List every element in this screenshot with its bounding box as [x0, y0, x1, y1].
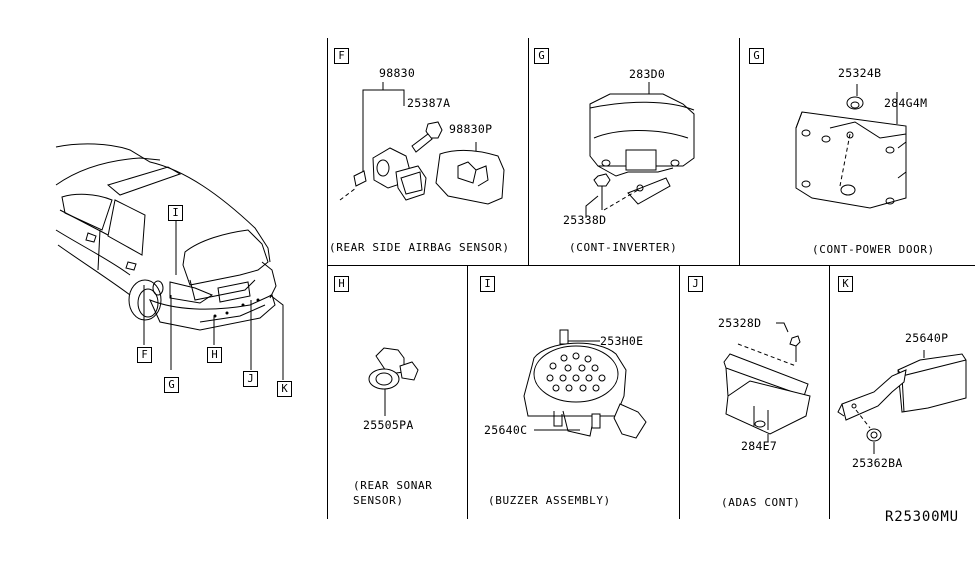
part-number[interactable]: 98830 — [379, 66, 416, 80]
part-number[interactable]: 25362BA — [852, 456, 903, 470]
part-number[interactable]: 284G4M — [884, 96, 928, 110]
power-door-controller-illustration — [740, 38, 975, 238]
grid-divider — [739, 38, 740, 266]
part-number[interactable]: 25640P — [905, 331, 949, 345]
grid-divider — [327, 265, 975, 266]
diagram-code: R25300MU — [885, 509, 959, 525]
part-number[interactable]: 25324B — [838, 66, 882, 80]
panel-caption: (REAR SIDE AIRBAG SENSOR) — [329, 241, 510, 254]
panel-ref-J: J — [688, 276, 703, 292]
bracket-module-illustration — [830, 266, 975, 466]
panel-ref-K: K — [838, 276, 853, 292]
part-number[interactable]: 284E7 — [741, 439, 778, 453]
panel-ref-G: G — [749, 48, 764, 64]
callout-I: I — [168, 205, 183, 221]
grid-divider — [829, 265, 830, 519]
buzzer-illustration — [468, 266, 678, 466]
airbag-sensor-illustration — [328, 38, 528, 238]
part-number[interactable]: 253H0E — [600, 334, 644, 348]
grid-divider — [528, 38, 529, 266]
part-number[interactable]: 25640C — [484, 423, 528, 437]
callout-F: F — [137, 347, 152, 363]
vehicle-illustration — [0, 0, 320, 420]
part-number[interactable]: 25505PA — [363, 418, 414, 432]
panel-caption-line2: SENSOR) — [353, 494, 404, 507]
panel-caption: (CONT-INVERTER) — [569, 241, 678, 254]
part-number[interactable]: 98830P — [449, 122, 493, 136]
part-number[interactable]: 25328D — [718, 316, 762, 330]
panel-caption: (CONT-POWER DOOR) — [812, 243, 935, 256]
sonar-sensor-illustration — [328, 266, 468, 426]
panel-caption-line1: (REAR SONAR — [353, 479, 433, 492]
inverter-illustration — [528, 38, 738, 238]
part-number[interactable]: 283D0 — [629, 67, 666, 81]
panel-ref-I: I — [480, 276, 495, 292]
panel-ref-F: F — [334, 48, 349, 64]
callout-H: H — [207, 347, 222, 363]
grid-divider — [679, 265, 680, 519]
panel-ref-H: H — [334, 276, 349, 292]
panel-ref-G: G — [534, 48, 549, 64]
callout-G: G — [164, 377, 179, 393]
adas-controller-illustration — [680, 266, 830, 446]
panel-caption: (ADAS CONT) — [721, 496, 801, 509]
part-number[interactable]: 25338D — [563, 213, 607, 227]
grid-divider — [327, 38, 328, 519]
panel-caption: (BUZZER ASSEMBLY) — [488, 494, 611, 507]
part-number[interactable]: 25387A — [407, 96, 451, 110]
callout-K: K — [277, 381, 292, 397]
callout-J: J — [243, 371, 258, 387]
grid-divider — [467, 265, 468, 519]
